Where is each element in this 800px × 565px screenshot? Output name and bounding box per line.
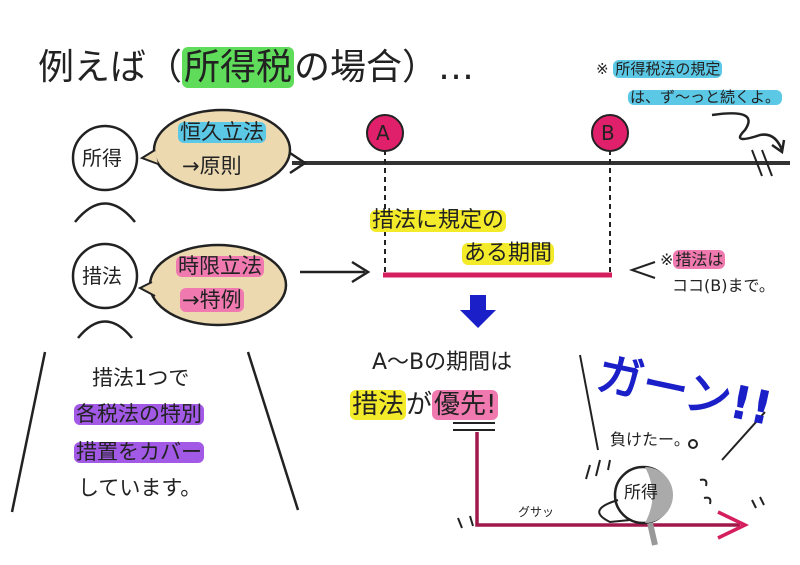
point-b-label: B xyxy=(601,121,615,145)
special-bubble-line1: 時限立法 xyxy=(176,254,264,278)
note-top-line1: 所得税法の規定 xyxy=(613,60,723,78)
special-person-label: 措法 xyxy=(82,264,122,288)
income-bubble-line2: →原則 xyxy=(182,154,242,178)
lose-text: 負けたー。 xyxy=(610,430,690,449)
priority-middle: が xyxy=(406,390,433,420)
note-top-line2: は、ず〜っと続くよ。 xyxy=(628,88,783,106)
stab-arrow xyxy=(475,432,740,527)
income-person-head xyxy=(71,124,139,192)
title-prefix: 例えば（ xyxy=(38,47,183,88)
income-person-label: 所得 xyxy=(82,146,122,170)
special-bubble-line2: →特例 xyxy=(180,288,244,312)
note-right-mark: ※ xyxy=(660,250,674,269)
left-text-line1: 措法1つで xyxy=(92,366,190,390)
point-a-label: A xyxy=(376,121,390,145)
fallen-person-label: 所得 xyxy=(624,483,658,503)
note-right-line2: ココ(B)まで。 xyxy=(672,276,775,295)
period-line2: ある期間 xyxy=(462,241,555,266)
point-a-marker xyxy=(366,114,404,152)
curly-arrow-icon xyxy=(711,112,784,151)
special-person-head xyxy=(71,242,139,310)
left-text-line3: 措置をカバー xyxy=(74,440,204,464)
income-bubble-line1: 恒久立法 xyxy=(178,120,266,144)
note-mark: ※ xyxy=(596,60,609,78)
priority-highlight2: 優先! xyxy=(432,390,499,420)
title-suffix: の場合）… xyxy=(294,47,475,88)
note-right-line1: 措法は xyxy=(673,250,726,269)
stab-text: グサッ xyxy=(518,505,555,519)
priority-line2: 措法が優先! xyxy=(350,390,499,420)
period-line1: 措法に規定の xyxy=(370,208,507,233)
priority-line1: A〜Bの期間は xyxy=(372,350,513,375)
left-text-line2: 各税法の特別 xyxy=(74,402,204,426)
down-arrow-icon xyxy=(460,295,496,328)
income-person-body xyxy=(74,202,136,223)
special-bubble-line2-text: →特例 xyxy=(180,288,244,312)
page-title: 例えば（所得税の場合）… xyxy=(38,47,475,88)
note-top: ※ 所得税法の規定 xyxy=(596,60,723,78)
title-highlight: 所得税 xyxy=(182,47,295,88)
priority-highlight1: 措法 xyxy=(350,390,407,420)
left-text-line4: しています。 xyxy=(78,476,202,500)
note-right: ※措法は xyxy=(660,250,726,269)
point-b-marker xyxy=(591,114,629,152)
